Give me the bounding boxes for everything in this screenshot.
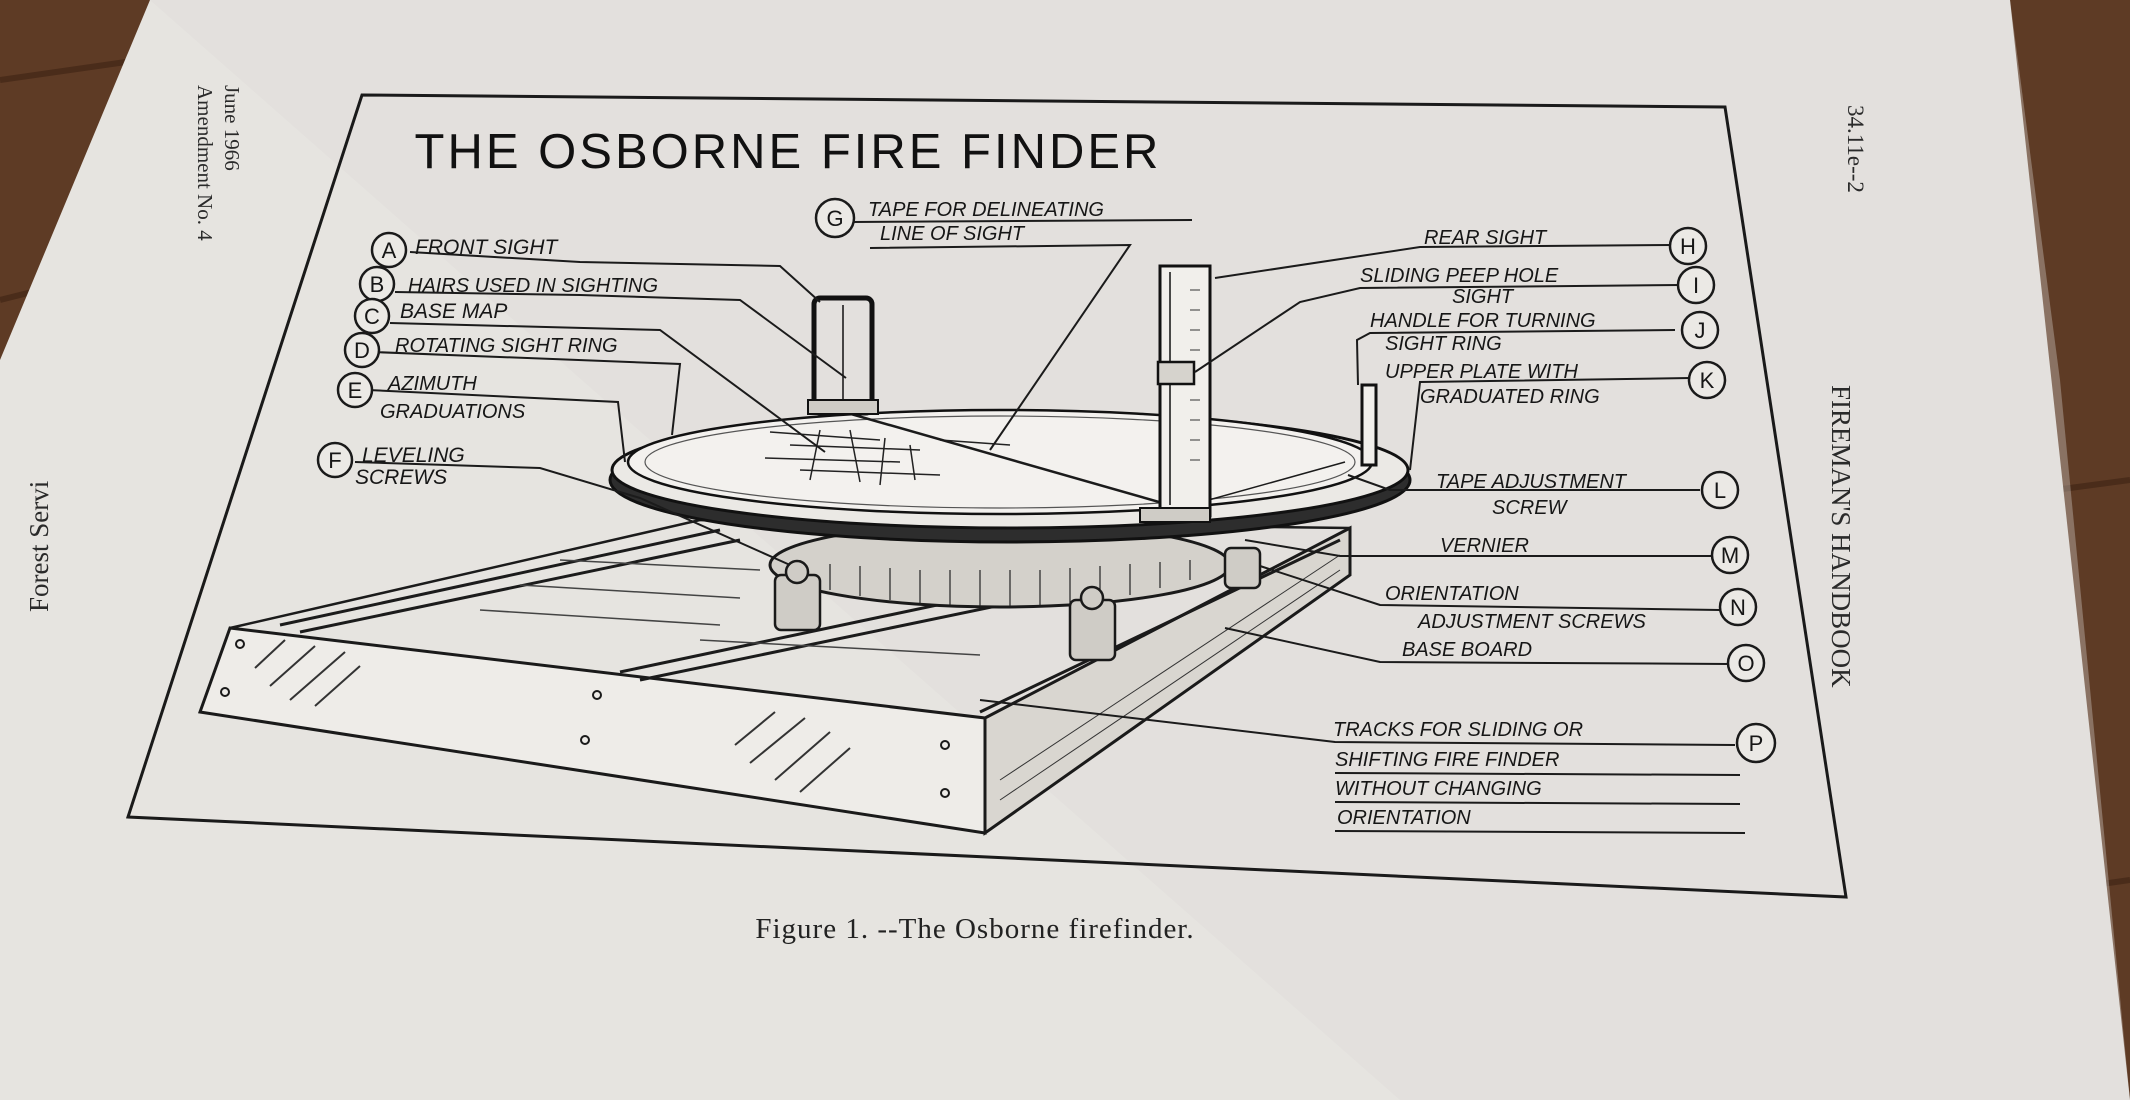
graduated-ring bbox=[644, 415, 1356, 509]
label-front-sight: FRONT SIGHT bbox=[415, 236, 559, 259]
callout-letters: A B C D E F G H I J K L M N O P bbox=[328, 206, 1763, 756]
label-line-of-sight: LINE OF SIGHT bbox=[880, 223, 1026, 245]
letter-o: O bbox=[1737, 651, 1754, 676]
letter-a: A bbox=[382, 238, 397, 263]
label-tracks-line3: WITHOUT CHANGING bbox=[1335, 778, 1542, 800]
letter-f: F bbox=[328, 448, 341, 473]
figure-title: THE OSBORNE FIRE FINDER bbox=[415, 125, 1162, 179]
upper-plate bbox=[626, 408, 1374, 516]
circle-d bbox=[343, 331, 381, 369]
circle-a bbox=[370, 231, 408, 269]
agency-fragment: Forest Servi bbox=[24, 481, 54, 612]
label-hairs: HAIRS USED IN SIGHTING bbox=[408, 275, 658, 297]
fire-finder-illustration bbox=[197, 264, 1412, 836]
leveling-screw-shapes bbox=[773, 546, 1262, 662]
label-sliding-peep-hole: SLIDING PEEP HOLE bbox=[1360, 265, 1559, 287]
figure-caption: Figure 1. --The Osborne firefinder. bbox=[755, 913, 1194, 945]
letter-i: I bbox=[1693, 273, 1699, 298]
label-adjustment-screws: ADJUSTMENT SCREWS bbox=[1417, 611, 1646, 633]
label-azimuth: AZIMUTH bbox=[387, 373, 477, 395]
label-tape-delineating: TAPE FOR DELINEATING bbox=[868, 199, 1104, 221]
label-vernier: VERNIER bbox=[1440, 535, 1529, 557]
callout-labels: FRONT SIGHT HAIRS USED IN SIGHTING BASE … bbox=[355, 199, 1646, 829]
front-sight-shape bbox=[807, 295, 879, 416]
base-map bbox=[764, 429, 1011, 486]
label-screw: SCREW bbox=[1492, 497, 1569, 519]
amendment-line: Amendment No. 4 bbox=[193, 85, 217, 241]
label-orientation: ORIENTATION bbox=[1385, 583, 1519, 605]
label-leveling: LEVELING bbox=[362, 444, 465, 467]
panel-screws bbox=[220, 639, 950, 798]
label-upper-plate: UPPER PLATE WITH bbox=[1385, 361, 1579, 383]
label-graduations: GRADUATIONS bbox=[380, 401, 526, 423]
letter-g: G bbox=[826, 206, 843, 231]
circle-m bbox=[1710, 535, 1750, 575]
circle-i bbox=[1676, 265, 1716, 305]
figure-frame bbox=[125, 93, 1848, 899]
letter-m: M bbox=[1721, 543, 1739, 568]
label-sight-ring: SIGHT RING bbox=[1385, 333, 1502, 355]
base-shading bbox=[479, 559, 981, 656]
label-tape-adjustment: TAPE ADJUSTMENT bbox=[1436, 471, 1628, 493]
letter-l: L bbox=[1714, 478, 1726, 503]
label-tracks-line4: ORIENTATION bbox=[1337, 807, 1471, 829]
circle-n bbox=[1718, 587, 1758, 627]
handbook-title: FIREMAN'S HANDBOOK bbox=[1826, 385, 1856, 688]
letter-j: J bbox=[1695, 318, 1706, 343]
sighting-tape bbox=[829, 406, 1181, 510]
letter-b: B bbox=[370, 272, 385, 297]
letter-d: D bbox=[354, 338, 370, 363]
letter-e: E bbox=[348, 378, 363, 403]
base-board-side bbox=[983, 525, 1352, 836]
label-tracks-line2: SHIFTING FIRE FINDER bbox=[1335, 749, 1559, 771]
circle-l bbox=[1700, 470, 1740, 510]
circle-h bbox=[1668, 226, 1708, 266]
base-board-hatching bbox=[254, 554, 1341, 801]
circle-g bbox=[814, 197, 856, 239]
letter-p: P bbox=[1749, 731, 1764, 756]
gear-teeth bbox=[799, 560, 1191, 606]
circle-p bbox=[1735, 722, 1777, 764]
letter-h: H bbox=[1680, 234, 1696, 259]
circle-c bbox=[353, 297, 391, 335]
label-base-board: BASE BOARD bbox=[1402, 639, 1532, 661]
circle-o bbox=[1726, 643, 1766, 683]
leader-lines bbox=[354, 219, 1746, 834]
letter-c: C bbox=[364, 304, 380, 329]
rear-sight-shape bbox=[1139, 264, 1212, 523]
label-rotating-sight-ring: ROTATING SIGHT RING bbox=[395, 335, 618, 357]
circle-j bbox=[1680, 310, 1720, 350]
letter-k: K bbox=[1700, 368, 1715, 393]
circle-f bbox=[316, 441, 354, 479]
label-graduated-ring: GRADUATED RING bbox=[1420, 386, 1600, 408]
label-rear-sight: REAR SIGHT bbox=[1424, 227, 1548, 249]
letter-n: N bbox=[1730, 595, 1746, 620]
callout-circles bbox=[316, 197, 1777, 764]
label-sight: SIGHT bbox=[1452, 286, 1515, 308]
turning-handle-shape bbox=[1360, 383, 1378, 467]
circle-e bbox=[336, 371, 374, 409]
circle-k bbox=[1687, 360, 1727, 400]
label-handle-for-turning: HANDLE FOR TURNING bbox=[1370, 310, 1596, 332]
page-reference: 34.11e--2 bbox=[1843, 105, 1868, 193]
label-tracks-line1: TRACKS FOR SLIDING OR bbox=[1333, 719, 1583, 741]
label-base-map: BASE MAP bbox=[400, 300, 507, 323]
date-line: June 1966 bbox=[220, 85, 244, 171]
label-screws: SCREWS bbox=[355, 466, 447, 489]
tracks bbox=[279, 528, 1341, 714]
